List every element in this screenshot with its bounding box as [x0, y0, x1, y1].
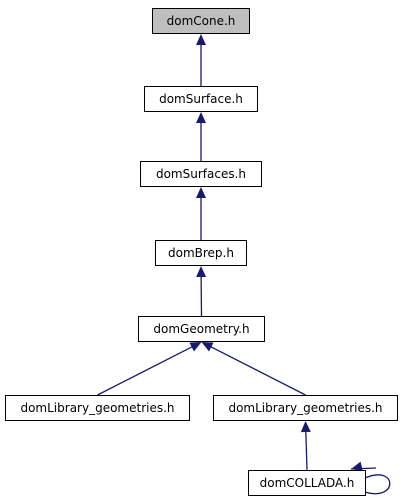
edge-n3-to-n2-arrowhead — [196, 187, 206, 198]
edge-n6-to-n4-arrowhead — [201, 342, 214, 352]
edge-n7-to-n6-arrowhead — [300, 421, 311, 433]
node-domlibrary-geometries-h-left[interactable]: domLibrary_geometries.h — [5, 395, 190, 421]
node-domgeometry-h[interactable]: domGeometry.h — [138, 316, 265, 342]
edge-n5-to-n4 — [97, 345, 193, 396]
edge-n7-to-n7-arrowhead — [351, 461, 363, 472]
edge-n5-to-n4-arrowhead — [189, 342, 202, 352]
edge-n4-to-n3-arrowhead — [196, 266, 207, 278]
node-domsurface-h[interactable]: domSurface.h — [144, 86, 258, 112]
node-domcone-h: domCone.h — [152, 8, 250, 34]
edge-n6-to-n4 — [210, 345, 306, 396]
edge-n7-to-n7 — [364, 474, 391, 495]
edge-n2-to-n1-arrowhead — [196, 112, 206, 123]
node-dombrep-h[interactable]: domBrep.h — [155, 240, 247, 266]
node-domlibrary-geometries-h-right[interactable]: domLibrary_geometries.h — [213, 395, 398, 421]
node-domsurfaces-h[interactable]: domSurfaces.h — [140, 161, 262, 187]
edge-n1-to-n0-arrowhead — [196, 34, 206, 45]
edge-n7-to-n6 — [305, 430, 308, 471]
node-domcollada-h[interactable]: domCOLLADA.h — [248, 470, 366, 496]
